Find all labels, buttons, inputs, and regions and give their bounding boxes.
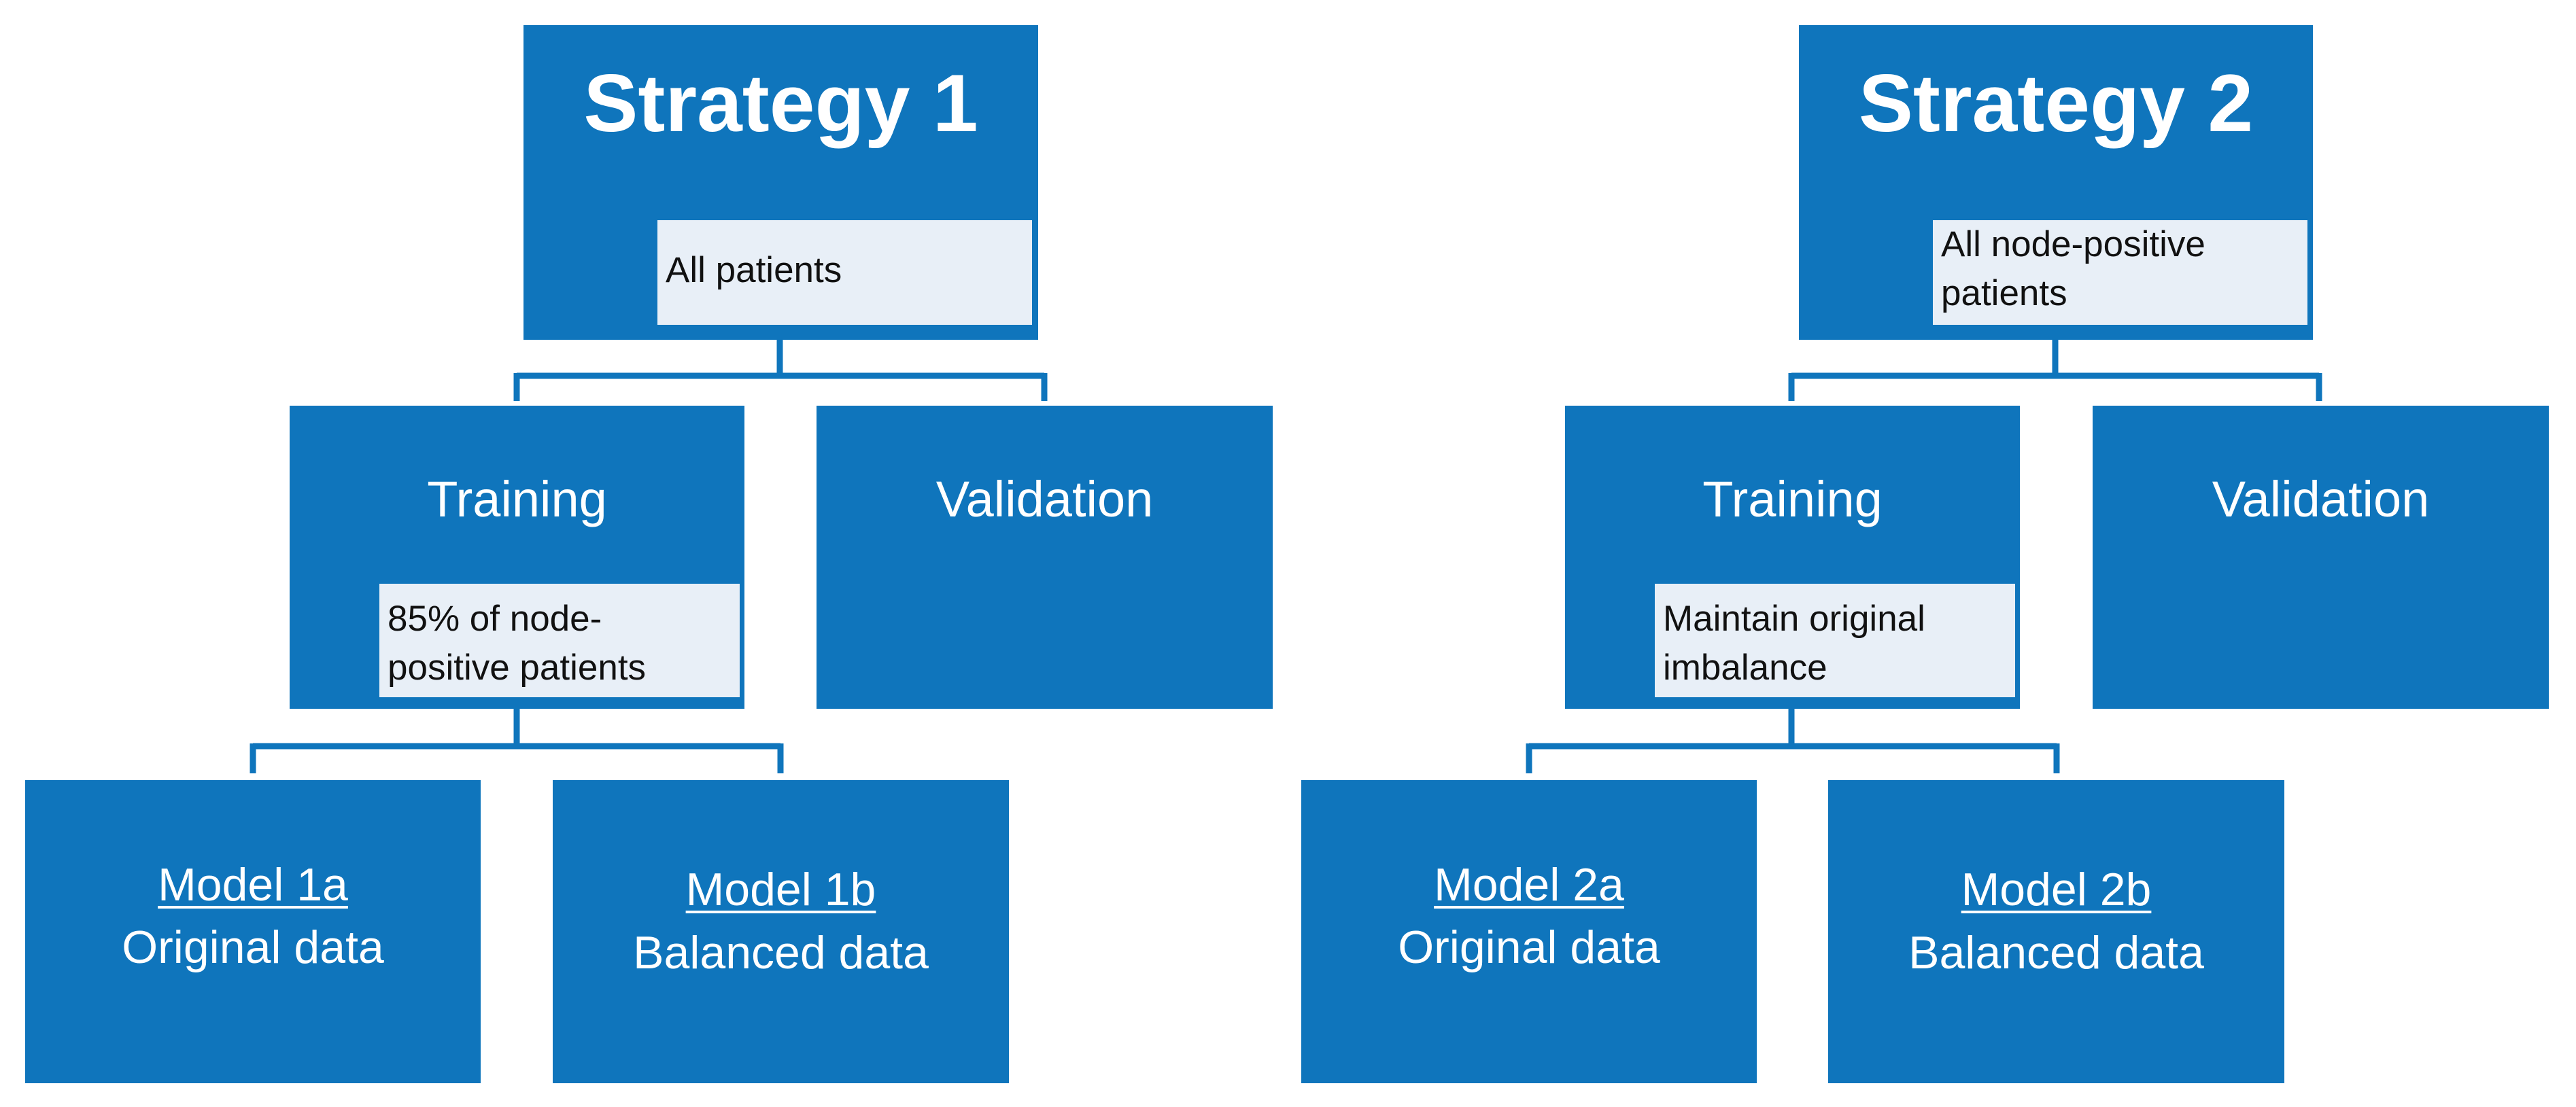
s2-training-box: Training Maintain original imbalance <box>1565 406 2020 709</box>
s1-training-note-line1: 85% of node- <box>388 599 602 639</box>
strategy-1-note: All patients <box>657 220 1032 325</box>
s2-model-a-desc: Original data <box>1398 921 1660 973</box>
s1-model-b-box: Model 1b Balanced data <box>553 780 1009 1083</box>
strategy-1-title: Strategy 1 <box>583 58 978 149</box>
strategy-1-box: Strategy 1 All patients <box>523 25 1038 340</box>
s1-model-b-name: Model 1b <box>553 858 1009 921</box>
s1-connector-top <box>513 340 1048 401</box>
s2-validation-label: Validation <box>2212 471 2430 527</box>
strategy-2-note: All node-positive patients <box>1933 220 2307 325</box>
s1-connector-bottom <box>250 709 784 773</box>
s2-model-b-box: Model 2b Balanced data <box>1828 780 2284 1083</box>
s2-connector-bottom <box>1526 709 2060 773</box>
s1-model-a-box: Model 1a Original data <box>25 780 481 1083</box>
s1-training-note-line2: positive patients <box>388 648 647 688</box>
s1-training-note: 85% of node- positive patients <box>379 584 740 697</box>
s2-model-b-name: Model 2b <box>1828 858 2284 921</box>
s1-model-a-desc: Original data <box>122 921 384 973</box>
s2-model-b-name-text: Model 2b <box>1961 864 2152 915</box>
s2-connector-top <box>1788 340 2322 401</box>
strategy-2-note-line1: All node-positive <box>1941 224 2205 264</box>
s2-model-a-name: Model 2a <box>1301 854 1757 916</box>
s1-validation-box: Validation <box>817 406 1273 709</box>
s2-model-a-name-text: Model 2a <box>1434 859 1624 911</box>
s2-training-note: Maintain original imbalance <box>1655 584 2015 697</box>
s2-model-a-box: Model 2a Original data <box>1301 780 1757 1083</box>
s1-model-a-name-text: Model 1a <box>158 859 348 911</box>
s2-training-label: Training <box>1702 471 1883 527</box>
s2-training-note-line1: Maintain original <box>1663 599 1925 639</box>
s1-model-b-name-text: Model 1b <box>685 864 876 915</box>
strategy-2-note-line2: patients <box>1941 273 2067 313</box>
strategy-2-title: Strategy 2 <box>1858 58 2254 149</box>
s1-model-a-name: Model 1a <box>25 854 481 916</box>
s2-validation-box: Validation <box>2093 406 2549 709</box>
s2-model-b-desc: Balanced data <box>1908 927 2204 979</box>
s1-model-b-desc: Balanced data <box>633 927 929 979</box>
s2-training-note-line2: imbalance <box>1663 648 1827 688</box>
strategy-2-box: Strategy 2 All node-positive patients <box>1799 25 2313 340</box>
s1-validation-label: Validation <box>935 471 1154 527</box>
s1-training-box: Training 85% of node- positive patients <box>290 406 744 709</box>
s1-training-label: Training <box>427 471 607 527</box>
strategy-1-note-text: All patients <box>666 250 842 290</box>
